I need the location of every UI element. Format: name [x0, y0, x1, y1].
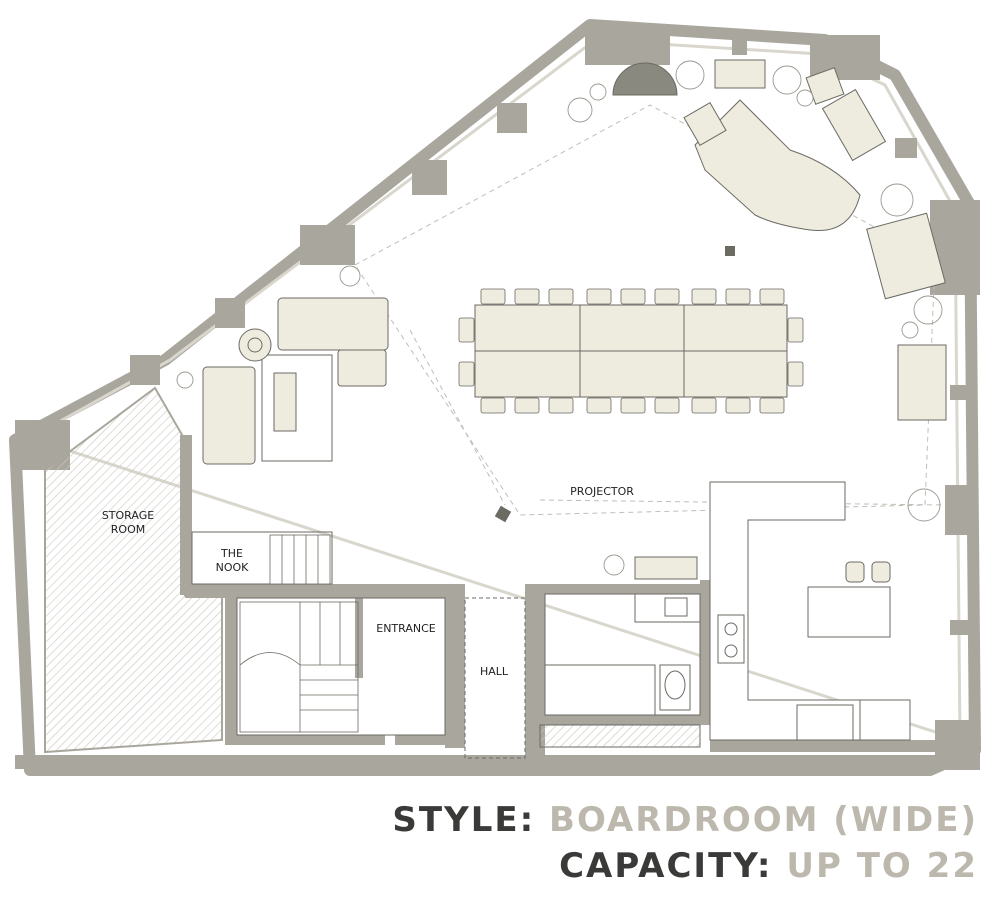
chair: [480, 288, 506, 305]
chair: [586, 397, 612, 414]
chair: [787, 317, 804, 343]
chair: [586, 288, 612, 305]
plants: [176, 60, 943, 576]
hall-label: HALL: [480, 665, 509, 678]
nook-stairs: [269, 534, 331, 585]
storage-room-label-2: ROOM: [111, 523, 145, 536]
storage-room-label-1: STORAGE: [102, 509, 154, 522]
chair: [548, 397, 574, 414]
bathroom-fixtures: [539, 556, 701, 748]
nook-label-1: THE: [220, 547, 243, 560]
capacity-key: CAPACITY:: [559, 846, 773, 886]
chair: [458, 361, 475, 387]
chair: [548, 288, 574, 305]
chair: [787, 361, 804, 387]
entrance-stairs: [239, 601, 359, 733]
columns: [494, 246, 735, 523]
chair: [759, 288, 785, 305]
chair: [691, 397, 717, 414]
chair: [514, 288, 540, 305]
capacity-caption: CAPACITY: UP TO 22: [559, 846, 978, 886]
lounge-furniture: [202, 297, 389, 465]
entrance-room: [236, 597, 446, 736]
projector-label: PROJECTOR: [570, 485, 634, 498]
chair: [654, 288, 680, 305]
style-key: STYLE:: [392, 800, 536, 840]
chair: [480, 397, 506, 414]
style-value: BOARDROOM (WIDE): [549, 800, 978, 840]
chair: [725, 397, 751, 414]
chair: [620, 397, 646, 414]
chair: [654, 397, 680, 414]
piano-area: [612, 59, 947, 421]
capacity-value: UP TO 22: [786, 846, 978, 886]
floor-plan: STORAGE ROOM THE NOOK ENTRANCE HALL PROJ…: [9, 19, 981, 776]
chair: [759, 397, 785, 414]
chair: [620, 288, 646, 305]
interior-walls: [15, 580, 975, 769]
kitchen: [709, 481, 911, 741]
chair: [458, 317, 475, 343]
hall-corridor: [464, 597, 526, 759]
chair: [691, 288, 717, 305]
nook-room: [191, 531, 333, 585]
style-caption: STYLE: BOARDROOM (WIDE): [392, 800, 978, 840]
boardroom-chairs: [458, 288, 804, 414]
entrance-label: ENTRANCE: [376, 622, 436, 635]
nook-label-2: NOOK: [216, 561, 250, 574]
chair: [725, 288, 751, 305]
chair: [514, 397, 540, 414]
boardroom-table: [474, 304, 788, 398]
